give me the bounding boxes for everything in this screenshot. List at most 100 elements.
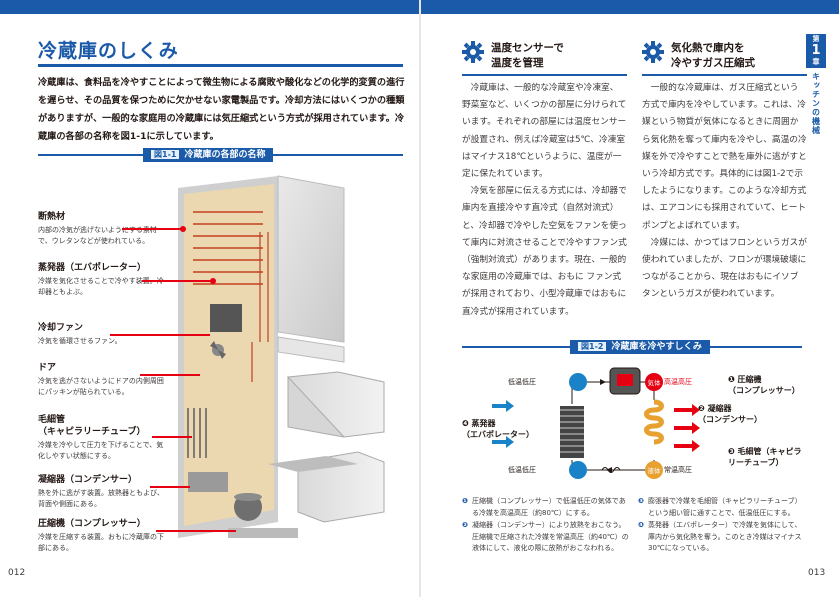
figure-2-caption: 冷蔵庫を冷やすしくみ (611, 342, 702, 352)
gas-label-left: 気体 (545, 379, 559, 387)
cold-arrows (492, 400, 514, 448)
drawer-lower (297, 451, 385, 523)
paragraph: 冷気を部屋に伝える方式には、冷却器で庫内を直接冷やす直冷式（自然対流式）と、冷却… (462, 186, 627, 317)
gas-label-right: 気体 (647, 379, 661, 387)
callout-insulation: 断熱材 内部の冷気が逃げないようにする素材で、ウレタンなどが使われている。 (38, 211, 170, 247)
callout-dot (180, 226, 186, 232)
gas-state-marker-right (645, 373, 663, 391)
callout-desc: 冷媒を圧縮する装置。おもに冷蔵庫の下部にある。 (38, 533, 164, 552)
liquid-state-marker-right (645, 461, 663, 479)
chapter-number: 1 (811, 43, 821, 58)
figure-1-number: 図1-1 (151, 150, 180, 159)
figure-2-number: 図1-2 (578, 342, 607, 351)
figure-1-label: 図1-1 冷蔵庫の各部の名称 (143, 148, 274, 162)
drawer-upper-front (286, 371, 385, 438)
callout-name: 冷却ファン (38, 323, 84, 333)
callout-fan: 冷却ファン 冷気を循環させるファン。 (38, 322, 170, 347)
callout-line (122, 228, 182, 230)
capillary-tube (187, 408, 207, 458)
fridge-top-door (277, 175, 345, 343)
callout-desc: 冷媒を冷やして圧力を下げることで、気化しやすい状態にする。 (38, 441, 164, 460)
paragraph: 冷媒には、かつてはフロンというガスが使われていましたが、フロンが環境破壊につなが… (642, 237, 807, 300)
callout-desc: 冷媒を気化させることで冷やす装置。冷却器ともよぶ。 (38, 277, 164, 296)
evaporator-coil (560, 406, 584, 458)
callout-door: ドア 冷気を逃がさないようにドアの内側周囲にパッキンが貼られている。 (38, 362, 170, 398)
chapter-tab: 第 1 章 キッチンの機械 (806, 34, 826, 154)
drawer-lower-tray (268, 456, 358, 472)
paragraph: 一般的な冷蔵庫は、ガス圧縮式という方式で庫内を冷やしています。これは、冷媒という… (642, 83, 807, 231)
label-low-low-top: 低温低圧 (508, 378, 536, 386)
section-title: 気化熱で庫内を 冷やすガス圧縮式 (671, 42, 755, 69)
book-spine (419, 0, 421, 597)
label-low-low-bottom: 低温低圧 (508, 466, 536, 474)
title-rule (38, 64, 403, 67)
chapter-suffix: 章 (812, 58, 820, 66)
section-heading-temperature: 温度センサーで 温度を管理 (462, 41, 627, 73)
gear-icon (462, 41, 484, 63)
evaporator-unit (210, 304, 242, 332)
page-title: 冷蔵庫のしくみ (38, 40, 179, 62)
callout-desc: 冷気を逃がさないようにドアの内側周囲にパッキンが貼られている。 (38, 377, 164, 396)
label-condenser: ❷ 凝縮器 （コンデンサー） (698, 404, 762, 424)
gear-icon (642, 41, 664, 63)
callout-desc: 冷気を循環させるファン。 (38, 337, 122, 345)
callout-line (142, 280, 212, 282)
callout-name: 断熱材 (38, 212, 66, 222)
label-capillary: ❸ 毛細管（キャピラ リーチューブ） (728, 447, 802, 467)
paragraph: 冷蔵庫は、一般的な冷蔵室や冷凍室、野菜室など、いくつかの部屋に分けられています。… (462, 83, 627, 180)
callout-compressor: 圧縮機（コンプレッサー） 冷媒を圧縮する装置。おもに冷蔵庫の下部にある。 (38, 518, 170, 554)
label-evaporator: ❹ 蒸発器 （エバポレーター） (462, 419, 534, 439)
fridge-middle-door (277, 336, 345, 363)
liquid-label-right: 液体 (647, 467, 661, 475)
heat-arrows (674, 404, 700, 452)
figure-2-label: 図1-2 冷蔵庫を冷やすしくみ (570, 340, 710, 354)
refrigeration-cycle-diagram (492, 367, 700, 479)
cooling-fan (210, 341, 226, 359)
section-body-gas-compression: 一般的な冷蔵庫は、ガス圧縮式という方式で庫内を冷やしています。これは、冷媒という… (642, 80, 807, 304)
callout-name: ドア (38, 363, 57, 373)
chapter-prefix: 第 (812, 35, 820, 43)
callout-capillary: 毛細管 （キャピラリーチューブ） 冷媒を冷やして圧力を下げることで、気化しやすい… (38, 414, 170, 462)
callout-evaporator: 蒸発器（エバポレーター） 冷媒を気化させることで冷やす装置。冷却器ともよぶ。 (38, 262, 170, 298)
section-body-temperature: 冷蔵庫は、一般的な冷蔵室や冷凍室、野菜室など、いくつかの部屋に分けられています。… (462, 80, 627, 321)
callout-name: 毛細管 （キャピラリーチューブ） (38, 415, 146, 437)
gas-state-marker-left (569, 373, 587, 391)
callout-line (140, 374, 200, 376)
label-normal-high: 常温高圧 (664, 466, 692, 474)
callout-dot (210, 278, 216, 284)
callout-desc: 熱を外に逃がす装置。放熱器ともよび、背面や側面にある。 (38, 489, 164, 508)
section-title: 温度センサーで 温度を管理 (491, 42, 564, 69)
label-compressor: ❶ 圧縮機 （コンプレッサー） (728, 375, 800, 395)
section-rule (642, 74, 807, 76)
section-heading-gas-compression: 気化熱で庫内を 冷やすガス圧縮式 (642, 41, 807, 73)
page-number-left: 012 (8, 568, 26, 578)
label-high-high: 高温高圧 (664, 378, 692, 386)
condenser-pipe (251, 232, 269, 382)
liquid-state-marker-left (569, 461, 587, 479)
liquid-label-left: 液体 (545, 467, 559, 475)
figure-1-caption-bar: 図1-1 冷蔵庫の各部の名称 (38, 148, 403, 162)
callout-name: 蒸発器（エバポレーター） (38, 263, 147, 273)
figure-1-caption: 冷蔵庫の各部の名称 (184, 150, 266, 160)
refrigerator-cutaway-illustration (178, 175, 385, 538)
chapter-title: キッチンの機械 (811, 72, 821, 135)
condenser-coil (644, 399, 664, 445)
capillary-wiggle (601, 467, 621, 473)
callout-desc: 内部の冷気が逃げないようにする素材で、ウレタンなどが使われている。 (38, 226, 157, 245)
callout-line (150, 486, 190, 488)
callout-line (110, 334, 210, 336)
callout-line (156, 530, 236, 532)
evaporator-pipe (193, 211, 263, 285)
callout-name: 圧縮機（コンプレッサー） (38, 519, 146, 529)
page-number-right: 013 (808, 568, 826, 578)
figure-2-caption-bar: 図1-2 冷蔵庫を冷やすしくみ (462, 340, 802, 354)
callout-line (152, 436, 192, 438)
condenser-unit (188, 472, 228, 492)
callout-condenser: 凝縮器（コンデンサー） 熱を外に逃がす装置。放熱器ともよび、背面や側面にある。 (38, 474, 170, 510)
